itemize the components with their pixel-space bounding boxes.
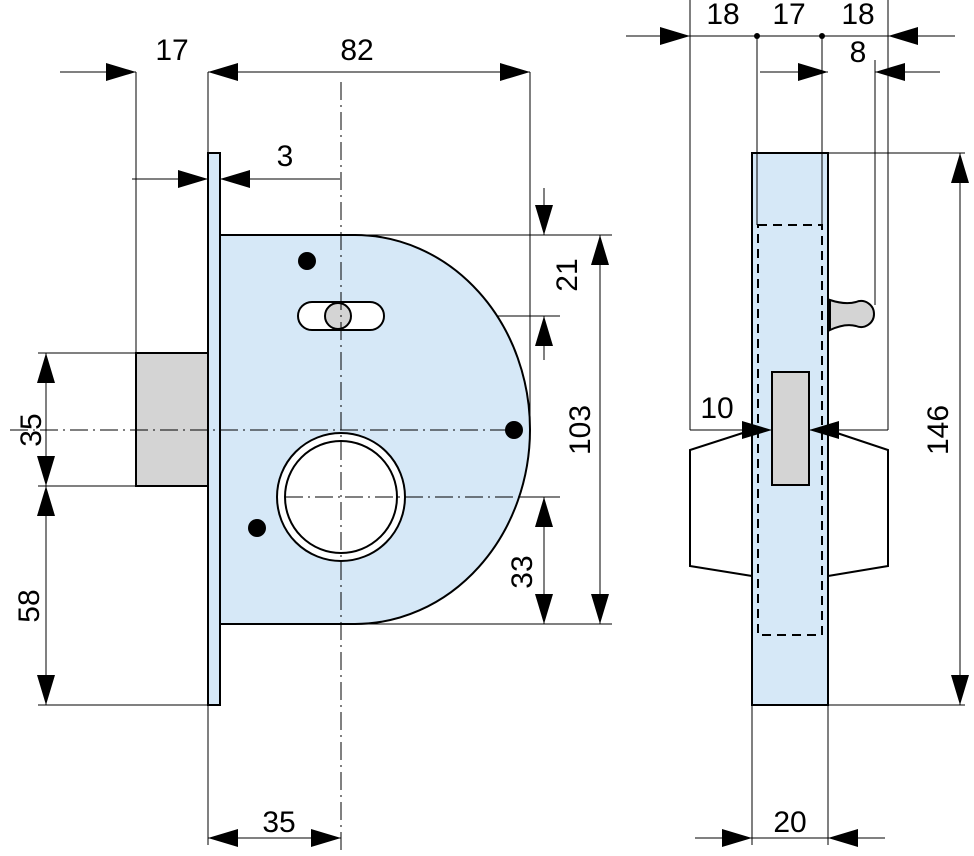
dim-bottom-to-bolt: 58: [13, 589, 46, 622]
bolt-slot: [771, 371, 810, 486]
dim-knob-offset: 8: [850, 36, 867, 69]
screw-hole-top: [298, 252, 316, 270]
dim-case-depth: 20: [773, 806, 806, 839]
dim-left-offset: 18: [706, 0, 739, 31]
dim-case-width: 82: [340, 34, 373, 67]
dim-faceplate-height: 146: [922, 405, 955, 455]
dim-bolt-throw: 17: [155, 34, 188, 67]
front-view: 17 82 3 21 103 35 58 33 35: [10, 34, 612, 850]
right-handle: [827, 429, 889, 577]
dim-right-offset: 18: [841, 0, 874, 31]
front-center-lines: [10, 82, 520, 850]
dim-case-height: 103: [564, 405, 597, 455]
side-knob: [829, 298, 875, 332]
bolt: [135, 352, 209, 487]
left-handle: [689, 429, 753, 577]
dim-backset: 35: [262, 806, 295, 839]
side-view: 18 17 18 8 10 146 20: [626, 0, 969, 847]
dim-top-to-follower: 21: [551, 258, 584, 291]
screw-hole-bottom: [248, 519, 266, 537]
faceplate: [207, 152, 221, 706]
dim-cylinder-to-bottom: 33: [506, 555, 539, 588]
dim-faceplate-thickness: 3: [277, 140, 294, 173]
dim-slot-width: 10: [700, 392, 733, 425]
dim-center-width: 17: [772, 0, 805, 31]
dim-bolt-height: 35: [15, 413, 48, 446]
